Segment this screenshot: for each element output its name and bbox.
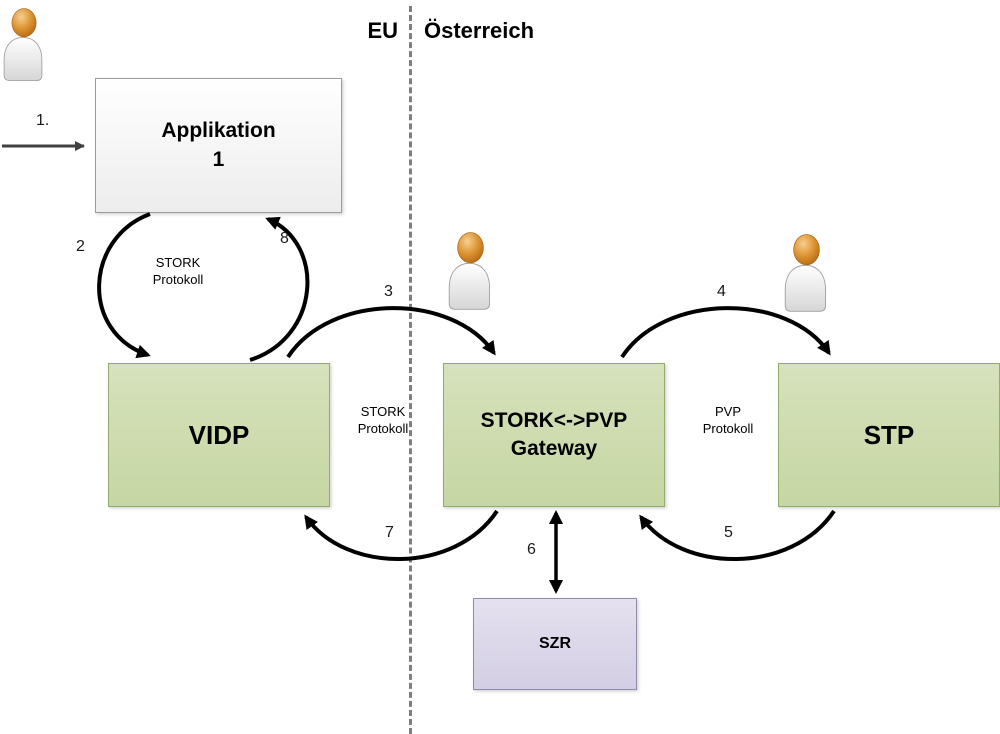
protocol-label-pvp: PVP Protokoll <box>703 404 754 438</box>
node-stp-label: STP <box>863 419 915 450</box>
protocol-label-stork-upper: STORK Protokoll <box>153 255 204 289</box>
arrow-step4 <box>620 306 831 359</box>
node-applikation-label-line1: Applikation <box>161 119 276 143</box>
person-icon-user-gateway <box>448 232 491 310</box>
protocol-pvp-line2: Protokoll <box>702 420 754 436</box>
node-gateway-label-line1: STORK<->PVP <box>480 408 628 432</box>
protocol-label-stork-mid: STORK Protokoll <box>358 404 409 438</box>
node-applikation: Applikation 1 <box>95 78 342 213</box>
arrow-step7 <box>304 509 499 561</box>
node-stp: STP <box>778 363 1000 507</box>
protocol-stork-mid-line1: STORK <box>360 404 406 419</box>
node-applikation-label-line2: 1 <box>212 147 225 171</box>
person-icon-user-left <box>3 8 43 81</box>
region-label-austria: Österreich <box>424 18 535 43</box>
protocol-stork-upper-line2: Protokoll <box>152 271 204 287</box>
node-stork-pvp-gateway: STORK<->PVP Gateway <box>443 363 665 507</box>
step-label-2: 2 <box>76 238 85 255</box>
protocol-pvp-line1: PVP <box>714 404 742 419</box>
step-label-6: 6 <box>527 541 536 558</box>
node-vidp: VIDP <box>108 363 330 507</box>
arrow-step3 <box>286 306 496 359</box>
step-label-5: 5 <box>724 524 733 541</box>
arrow-step8 <box>249 216 310 362</box>
person-icon-user-stp <box>784 234 827 312</box>
step-label-8: 8 <box>280 230 289 247</box>
node-vidp-label: VIDP <box>188 419 250 450</box>
node-szr: SZR <box>473 598 637 690</box>
step-label-4: 4 <box>717 283 726 300</box>
eu-austria-divider-line <box>409 6 412 734</box>
protocol-stork-mid-line2: Protokoll <box>357 420 409 436</box>
node-gateway-label-line2: Gateway <box>510 437 598 460</box>
step-label-7: 7 <box>385 524 394 541</box>
step-label-1: 1. <box>36 112 50 129</box>
step-label-3: 3 <box>384 283 393 300</box>
region-label-eu: EU <box>367 18 398 43</box>
arrow-step5 <box>639 509 836 561</box>
arrow-step2 <box>97 212 151 359</box>
protocol-stork-upper-line1: STORK <box>155 255 201 270</box>
node-szr-label: SZR <box>539 635 571 652</box>
